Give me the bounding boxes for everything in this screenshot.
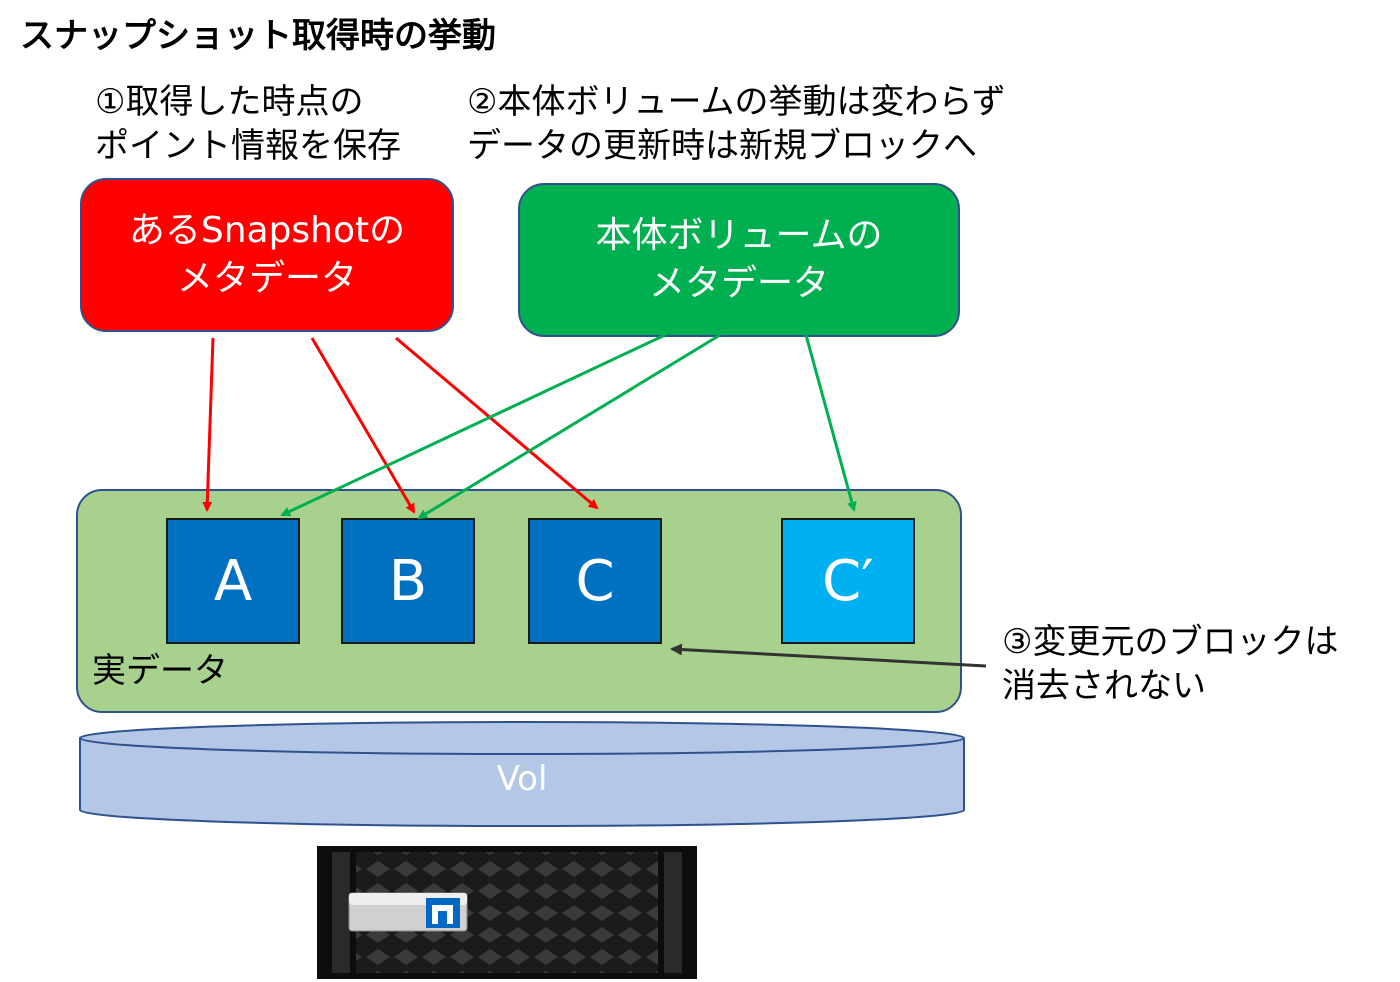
volume-metadata-line-2: メタデータ bbox=[648, 263, 829, 304]
note-2-line-2: データの更新時は新規ブロックへ bbox=[467, 126, 977, 166]
volume-arrow-to-b bbox=[417, 333, 721, 520]
snapshot-metadata-box: あるSnapshotの メタデータ bbox=[80, 178, 454, 332]
block-c: C bbox=[528, 518, 662, 644]
volume-arrow-to-c-prime bbox=[804, 334, 857, 512]
volume-metadata-line-1: 本体ボリュームの bbox=[595, 215, 883, 256]
block-a: A bbox=[166, 518, 300, 644]
note-1: ①取得した時点の ポイント情報を保存 bbox=[95, 80, 401, 168]
page-title: スナップショット取得時の挙動 bbox=[20, 16, 496, 56]
note-1-line-2: ポイント情報を保存 bbox=[95, 126, 401, 166]
note-3-line-2: 消去されない bbox=[1002, 666, 1206, 706]
netapp-logo-icon bbox=[426, 898, 460, 928]
storage-device-icon bbox=[317, 846, 697, 979]
volume-metadata-box: 本体ボリュームの メタデータ bbox=[518, 183, 960, 337]
note-arrow-to-c bbox=[670, 643, 987, 668]
note-2-line-1: ②本体ボリュームの挙動は変わらず bbox=[467, 82, 1006, 122]
snapshot-metadata-line-1: あるSnapshotの bbox=[128, 210, 406, 251]
snapshot-arrow-to-b bbox=[310, 337, 416, 514]
note-2: ②本体ボリュームの挙動は変わらず データの更新時は新規ブロックへ bbox=[467, 80, 1006, 168]
snapshot-arrow-to-a bbox=[202, 337, 215, 512]
snapshot-arrow-to-c bbox=[395, 336, 599, 510]
snapshot-metadata-line-2: メタデータ bbox=[176, 258, 357, 299]
note-3-line-1: ③変更元のブロックは bbox=[1002, 622, 1339, 662]
volume-arrow-to-a bbox=[280, 333, 666, 517]
real-data-label: 実データ bbox=[92, 651, 228, 691]
volume-cylinder: Vol bbox=[79, 721, 965, 827]
note-1-line-1: ①取得した時点の bbox=[95, 82, 364, 122]
block-c-prime: C′ bbox=[781, 518, 915, 644]
note-3: ③変更元のブロックは 消去されない bbox=[1002, 620, 1338, 708]
block-b: B bbox=[341, 518, 475, 644]
volume-label: Vol bbox=[497, 759, 548, 799]
